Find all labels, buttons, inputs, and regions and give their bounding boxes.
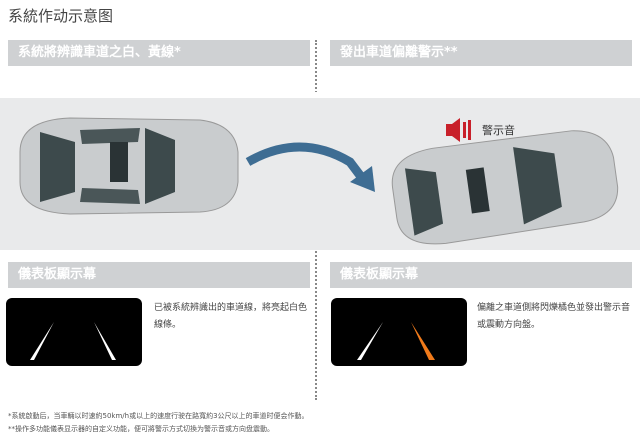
arrow-icon [245, 142, 366, 181]
sound-label: 警示音 [482, 124, 515, 137]
speaker-icon [446, 118, 476, 146]
footnote-1: *系統啟動后，当車輛以时速約50km/h或以上的速度行驶在路寬約3公尺以上的車道… [8, 412, 309, 420]
left-panel-header: 儀表板顯示幕 [8, 262, 310, 288]
car-left [19, 117, 239, 215]
left-header: 系統將辨識車道之白、黃線* [8, 40, 310, 66]
left-description: 已被系統辨識出的車道線，將亮起白色線條。 [154, 303, 308, 330]
road-illustration [0, 92, 640, 250]
dashboard-display-right [331, 298, 467, 366]
right-description: 偏離之車道側將閃爍橘色並發出警示音或震動方向盤。 [477, 303, 631, 330]
right-panel-header: 儀表板顯示幕 [330, 262, 632, 288]
dashboard-display-left [6, 298, 142, 366]
right-header: 發出車道偏離警示** [330, 40, 632, 66]
car-right [391, 130, 619, 245]
page-title: 系統作动示意图 [8, 7, 114, 25]
footnote-2: **操作多功能儀表显示器的自定义功能，便可將警示方式切換为警示音或方向盘震動。 [8, 425, 274, 433]
